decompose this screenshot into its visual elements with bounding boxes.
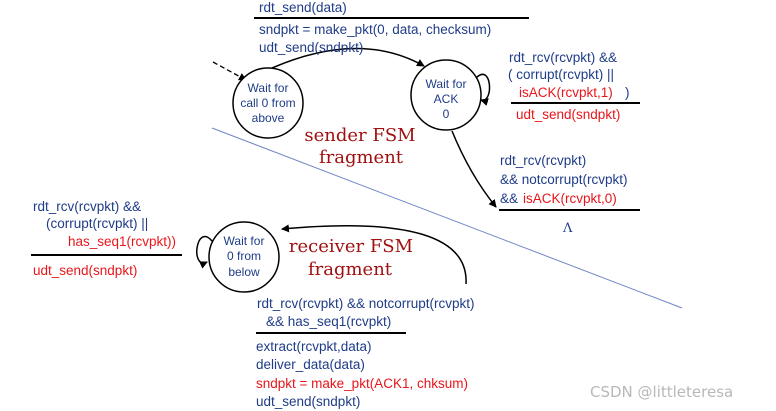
lambda-action: Λ: [562, 221, 573, 236]
event-text: rdt_send(data): [259, 0, 347, 15]
sender-title: sender FSM: [304, 125, 415, 146]
event-text: &&: [500, 191, 518, 206]
state-label: Wait for: [224, 234, 265, 248]
action-text: udt_send(sndpkt): [516, 107, 620, 122]
action-text: udt_send(sndpkt): [259, 40, 363, 55]
watermark: CSDN @littleteresa: [590, 383, 733, 401]
transition-deliver-arrow: [281, 224, 467, 285]
transition-ack0-arrow: [451, 130, 497, 208]
action-text: extract(rcvpkt,data): [256, 339, 372, 354]
event-text: isACK(rcvpkt,0): [523, 191, 617, 206]
transition-send-arrow: [271, 47, 425, 69]
state-label: 0 from: [227, 249, 261, 263]
selfloop-ack0-arrow: [475, 73, 491, 106]
action-text: udt_send(sndpkt): [33, 263, 137, 278]
state-wait0-below: Wait for 0 from below: [208, 221, 280, 293]
state-wait-ack0: Wait for ACK 0: [410, 59, 482, 131]
event-text: rdt_rcv(rcvpkt) && notcorrupt(rcvpkt): [257, 296, 475, 311]
divider-line: [211, 127, 683, 309]
event-text: (corrupt(rcvpkt) ||: [46, 216, 148, 231]
event-text: && notcorrupt(rcvpkt): [500, 172, 628, 187]
transition-ack0-label: rdt_rcv(rcvpkt) && notcorrupt(rcvpkt) &&…: [499, 153, 640, 236]
transition-deliver-label: rdt_rcv(rcvpkt) && notcorrupt(rcvpkt) &&…: [256, 296, 475, 409]
state-label: Wait for: [248, 81, 289, 95]
state-label: call 0 from: [240, 96, 295, 110]
sender-title: fragment: [319, 147, 404, 168]
state-label: Wait for: [426, 77, 467, 91]
selfloop-ack0-label: rdt_rcv(rcvpkt) && ( corrupt(rcvpkt) || …: [508, 50, 640, 122]
action-text: sndpkt = make_pkt(ACK1, chksum): [256, 376, 468, 391]
event-text: ): [625, 85, 630, 100]
event-text: ( corrupt(rcvpkt) ||: [508, 67, 614, 82]
event-text: rdt_rcv(rcvpkt) &&: [33, 199, 141, 214]
action-text: udt_send(sndpkt): [256, 394, 360, 409]
state-wait-call0: Wait for call 0 from above: [232, 67, 304, 139]
receiver-title: fragment: [308, 259, 393, 280]
selfloop-wait0-label: rdt_rcv(rcvpkt) && (corrupt(rcvpkt) || h…: [31, 199, 182, 278]
event-text: rdt_rcv(rcvpkt) &&: [509, 50, 617, 65]
event-text: isACK(rcvpkt,1): [519, 85, 613, 100]
selfloop-wait0-arrow: [196, 235, 213, 269]
event-text: has_seq1(rcvpkt)): [68, 234, 176, 249]
action-text: deliver_data(data): [256, 357, 365, 372]
action-text: sndpkt = make_pkt(0, data, checksum): [259, 22, 491, 37]
transition-send-label: rdt_send(data) sndpkt = make_pkt(0, data…: [254, 0, 529, 55]
initial-arrow: [212, 61, 247, 81]
state-label: below: [228, 265, 260, 279]
event-text: && has_seq1(rcvpkt): [266, 314, 391, 329]
state-label: above: [252, 111, 285, 125]
receiver-title: receiver FSM: [289, 236, 413, 257]
state-label: ACK: [434, 92, 459, 106]
state-label: 0: [443, 107, 450, 121]
event-text: rdt_rcv(rcvpkt): [500, 153, 586, 168]
